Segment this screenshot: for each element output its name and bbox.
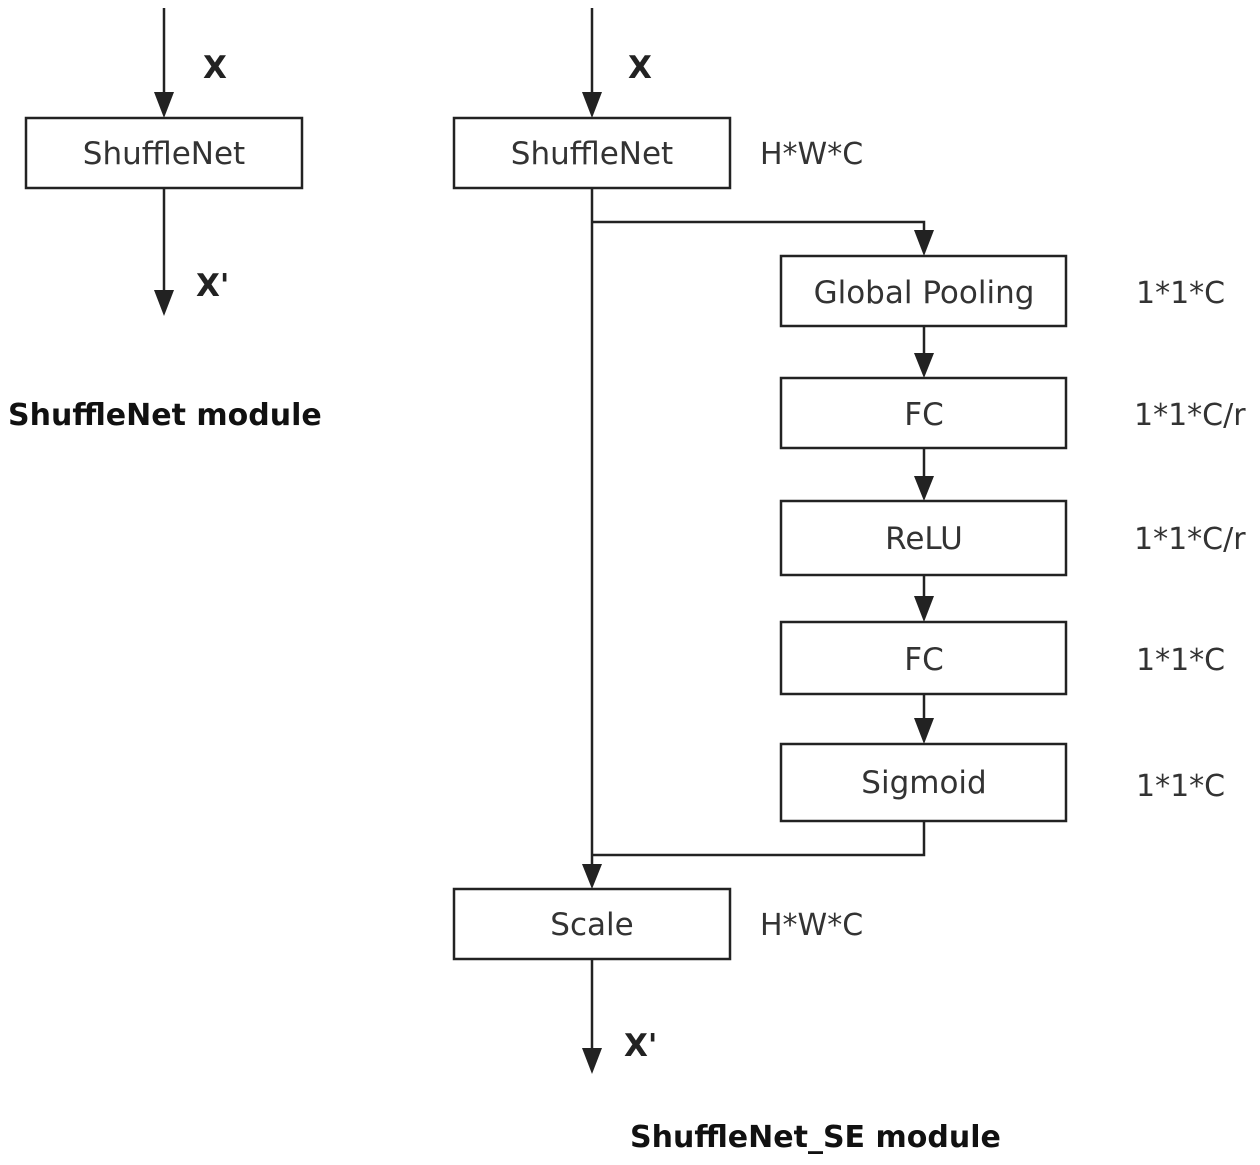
relu-to-fc2-arrowhead (914, 596, 934, 622)
left-input-arrowhead (154, 92, 174, 118)
left-shufflenet-label: ShuffleNet (83, 136, 245, 172)
left-input-label: X (203, 50, 227, 86)
global-pooling-dim: 1*1*C (1136, 276, 1225, 311)
se-shufflenet-block (452, 116, 732, 190)
right-module-caption: ShuffleNet_SE module (630, 1120, 1001, 1155)
se-shufflenet-label: ShuffleNet (511, 136, 673, 172)
scale-dim: H*W*C (760, 908, 863, 943)
scale-block (452, 887, 732, 961)
se-branch-line (592, 220, 926, 232)
se-return-line (592, 821, 926, 857)
scale-label: Scale (550, 907, 633, 943)
sigmoid-dim: 1*1*C (1136, 769, 1225, 804)
fc2-dim: 1*1*C (1136, 643, 1225, 678)
skip-connection-arrowhead (582, 864, 602, 889)
fc1-block (779, 376, 1068, 450)
left-output-label: X' (196, 268, 229, 304)
sigmoid-block (779, 742, 1068, 823)
right-output-arrowhead (582, 1048, 602, 1074)
left-module-caption: ShuffleNet module (8, 398, 322, 433)
se-branch-arrowhead (914, 230, 934, 256)
sigmoid-label: Sigmoid (861, 765, 986, 801)
left-module: X ShuffleNet X' ShuffleNet module (8, 8, 322, 433)
relu-label: ReLU (885, 521, 963, 557)
pool-to-fc1-arrowhead (914, 353, 934, 378)
right-input-arrowhead (582, 92, 602, 118)
se-shufflenet-dim: H*W*C (760, 137, 863, 172)
right-module: X ShuffleNet H*W*C Global Pooling 1*1*C … (452, 8, 1246, 1155)
relu-block (779, 499, 1068, 577)
global-pooling-block (779, 254, 1068, 328)
right-input-label: X (628, 50, 652, 86)
fc2-block (779, 620, 1068, 696)
left-output-arrowhead (154, 290, 174, 316)
relu-dim: 1*1*C/r (1134, 522, 1246, 557)
fc1-dim: 1*1*C/r (1134, 398, 1246, 433)
global-pooling-label: Global Pooling (814, 275, 1035, 311)
fc2-to-sigmoid-arrowhead (914, 718, 934, 744)
fc1-label: FC (904, 397, 943, 433)
fc2-label: FC (904, 642, 943, 678)
fc1-to-relu-arrowhead (914, 476, 934, 501)
right-output-label: X' (624, 1028, 657, 1064)
